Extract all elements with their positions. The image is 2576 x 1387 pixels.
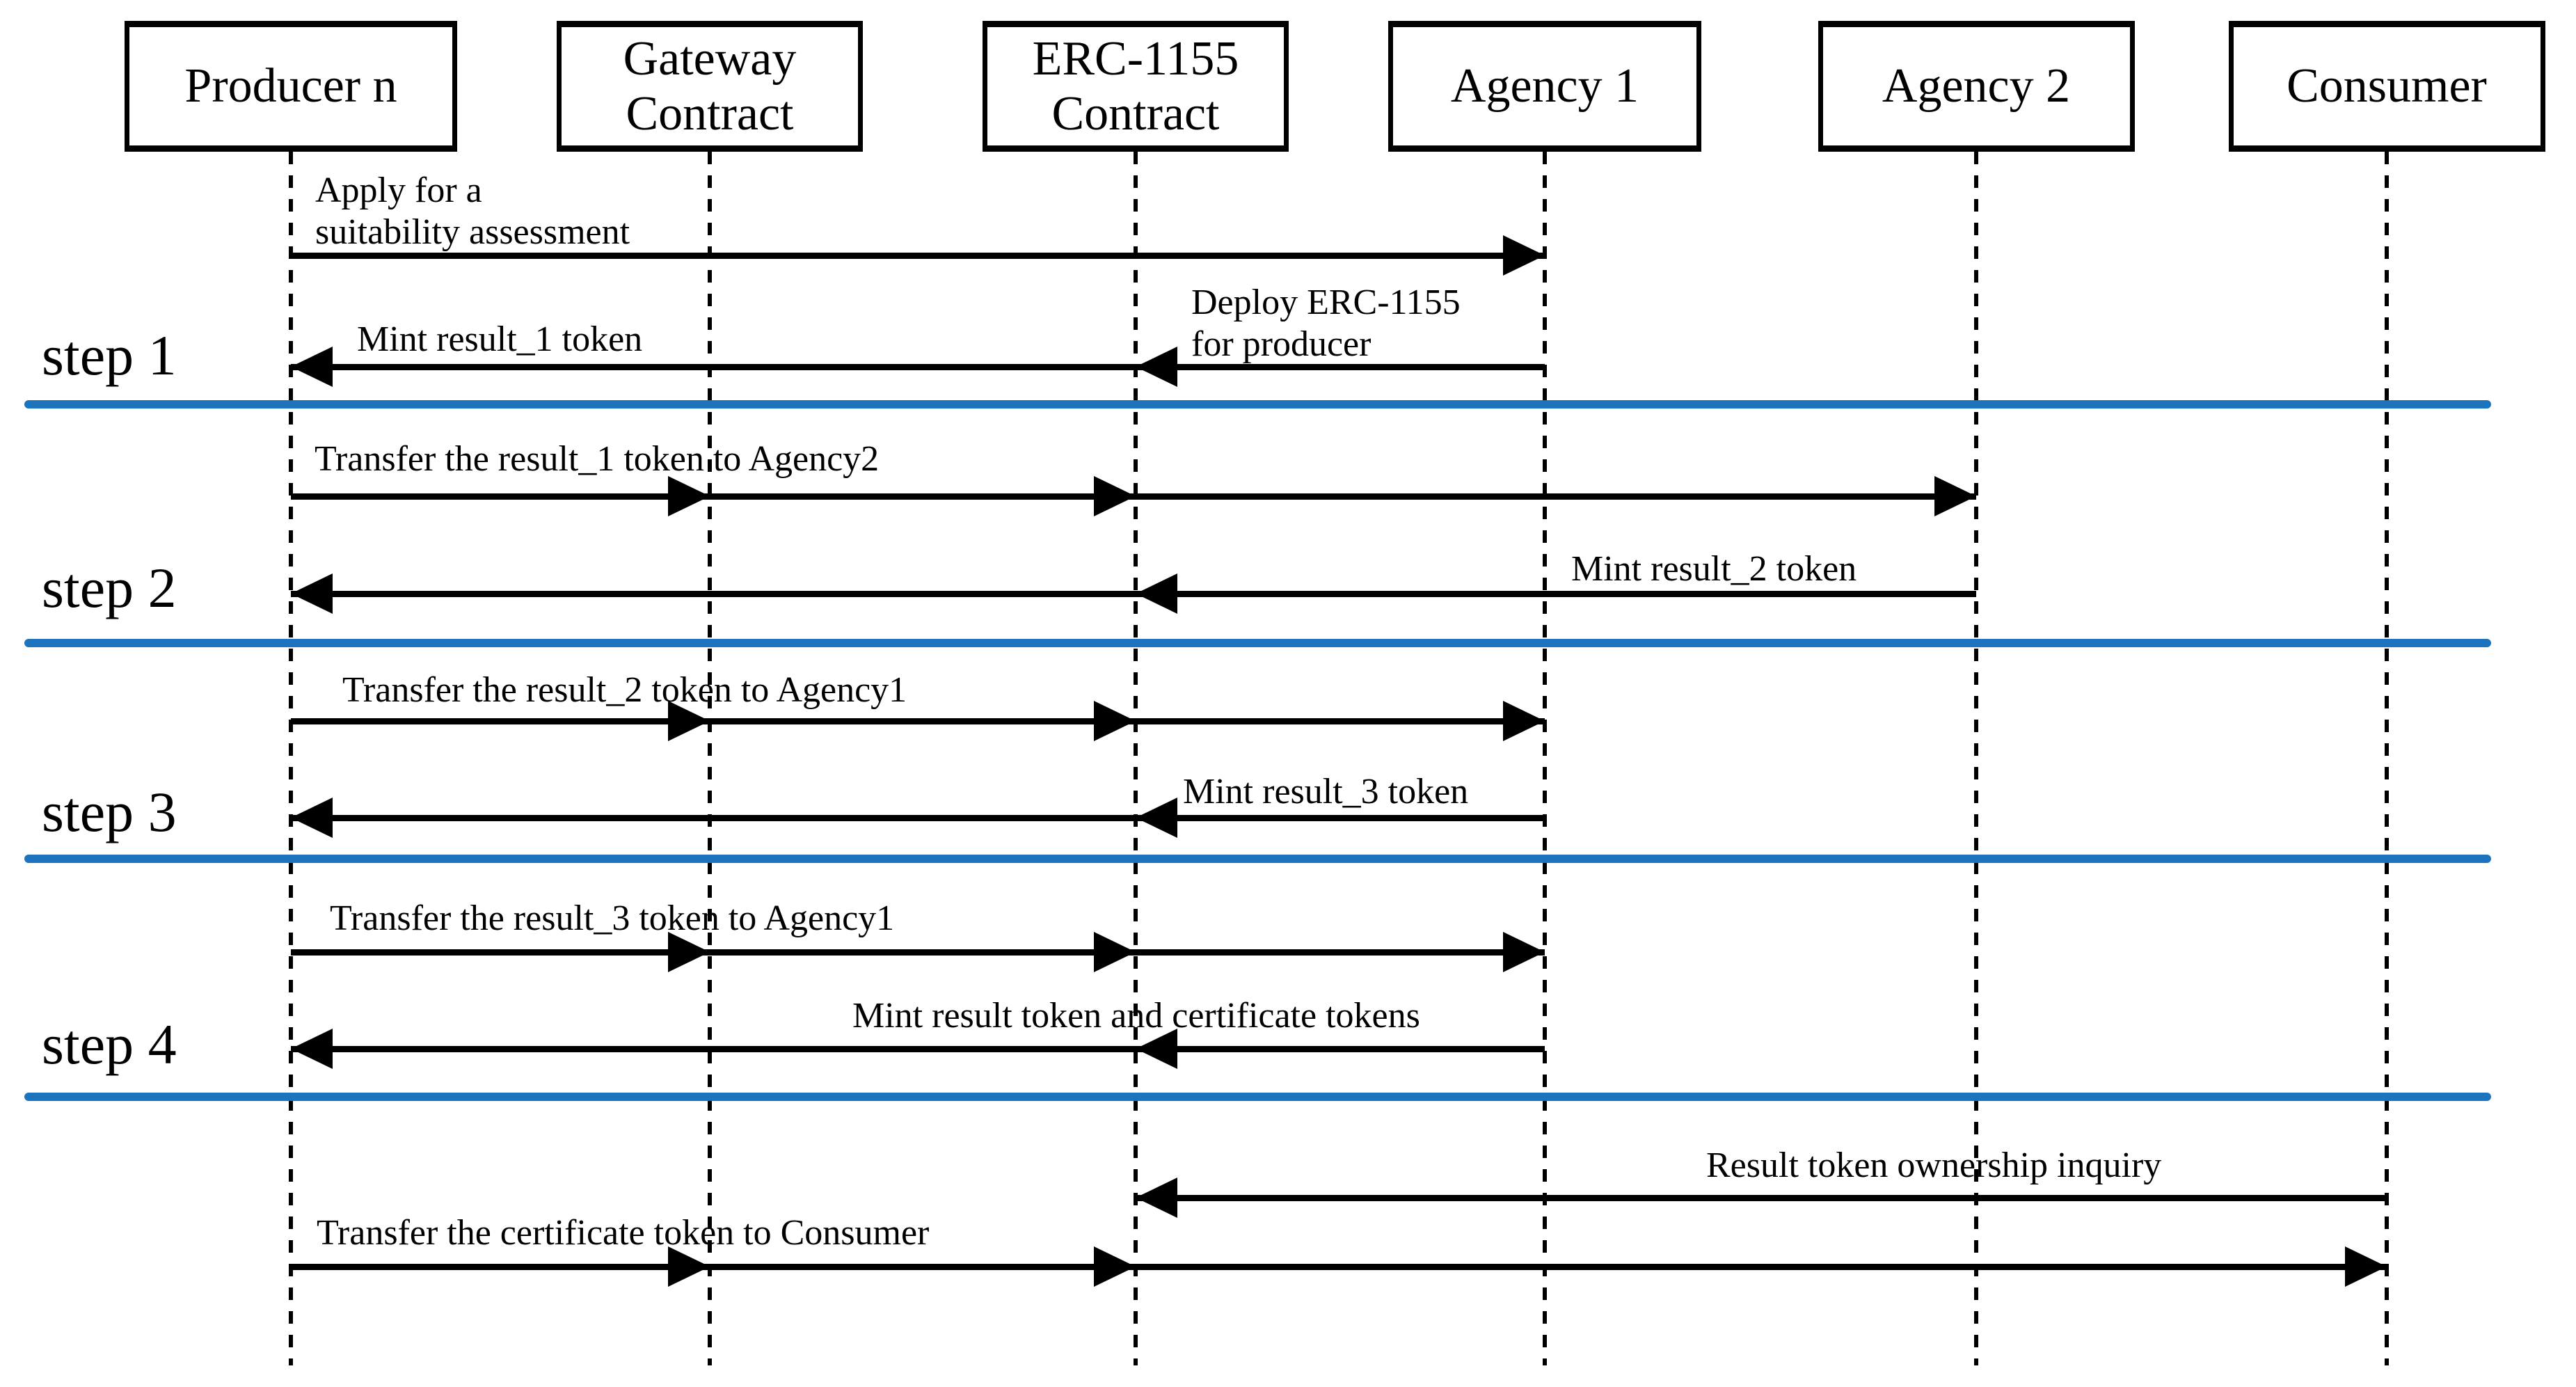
lifeline-consumer [2385, 152, 2389, 1365]
lifeline-erc-1155-contract [1134, 152, 1138, 1365]
message-result-token-ownership-inquiry-line [1136, 1195, 2387, 1201]
arrowhead [291, 798, 333, 838]
arrowhead [1136, 1178, 1177, 1218]
step-label-2: step 2 [42, 556, 177, 619]
step-separator-3 [24, 855, 2491, 863]
message-mint-result-and-certificate-tokens-line [291, 1046, 1545, 1052]
message-mint-result-2-token-label: Mint result_2 token [1571, 549, 1857, 589]
arrowhead [668, 1246, 710, 1287]
arrowhead [668, 701, 710, 741]
message-transfer-result-3-token-line [291, 949, 1545, 956]
step-label-1: step 1 [42, 324, 177, 387]
message-mint-result-and-certificate-tokens-label: Mint result token and certificate tokens [852, 996, 1420, 1036]
actor-box-agency-1: Agency 1 [1388, 21, 1701, 152]
step-label-4: step 4 [42, 1013, 177, 1076]
message-mint-result-1-token-label: Mint result_1 token [357, 319, 643, 359]
arrowhead [291, 1029, 333, 1069]
arrowhead [1136, 347, 1177, 387]
arrowhead [1503, 932, 1545, 972]
arrowhead [1094, 701, 1136, 741]
lifeline-agency-1 [1543, 152, 1547, 1365]
arrowhead [1136, 573, 1177, 614]
arrowhead [1094, 1246, 1136, 1287]
arrowhead [1934, 476, 1976, 516]
message-apply-suitability-assessment-line [291, 253, 1545, 259]
message-transfer-result-2-token-line [291, 718, 1545, 724]
arrowhead [1136, 798, 1177, 838]
message-mint-result-3-token-line [291, 815, 1545, 821]
step-label-3: step 3 [42, 780, 177, 843]
actor-box-agency-2: Agency 2 [1818, 21, 2135, 152]
lifeline-producer-n [289, 152, 293, 1365]
message-apply-suitability-assessment-label: Apply for a suitability assessment [315, 171, 630, 252]
actor-box-consumer: Consumer [2228, 21, 2545, 152]
message-deploy-erc1155-for-producer-line [1136, 364, 1545, 370]
message-transfer-result-1-token-label: Transfer the result_1 token to Agency2 [315, 439, 880, 479]
arrowhead [1094, 932, 1136, 972]
arrowhead [668, 476, 710, 516]
actor-box-erc-1155-contract: ERC-1155 Contract [983, 21, 1289, 152]
message-transfer-certificate-token-label: Transfer the certificate token to Consum… [317, 1213, 930, 1253]
lifeline-gateway-contract [708, 152, 712, 1365]
message-mint-result-2-token-line [291, 591, 1976, 597]
step-separator-2 [24, 639, 2491, 647]
arrowhead [1503, 701, 1545, 741]
step-separator-4 [24, 1093, 2491, 1101]
actor-box-producer-n: Producer n [125, 21, 457, 152]
message-transfer-certificate-token-line [291, 1264, 2387, 1270]
message-transfer-result-2-token-label: Transfer the result_2 token to Agency1 [342, 670, 907, 710]
arrowhead [1503, 235, 1545, 276]
arrowhead [291, 347, 333, 387]
arrowhead [668, 932, 710, 972]
message-mint-result-3-token-label: Mint result_3 token [1183, 772, 1469, 811]
message-deploy-erc1155-for-producer-label: Deploy ERC-1155 for producer [1191, 283, 1461, 364]
lifeline-agency-2 [1974, 152, 1978, 1365]
arrowhead [2345, 1246, 2387, 1287]
actor-box-gateway-contract: Gateway Contract [557, 21, 863, 152]
message-transfer-result-3-token-label: Transfer the result_3 token to Agency1 [330, 898, 895, 938]
message-result-token-ownership-inquiry-label: Result token ownership inquiry [1706, 1146, 2162, 1185]
arrowhead [1094, 476, 1136, 516]
message-mint-result-1-token-line [291, 364, 1136, 370]
arrowhead [1136, 1029, 1177, 1069]
step-separator-1 [24, 400, 2491, 409]
arrowhead [291, 573, 333, 614]
